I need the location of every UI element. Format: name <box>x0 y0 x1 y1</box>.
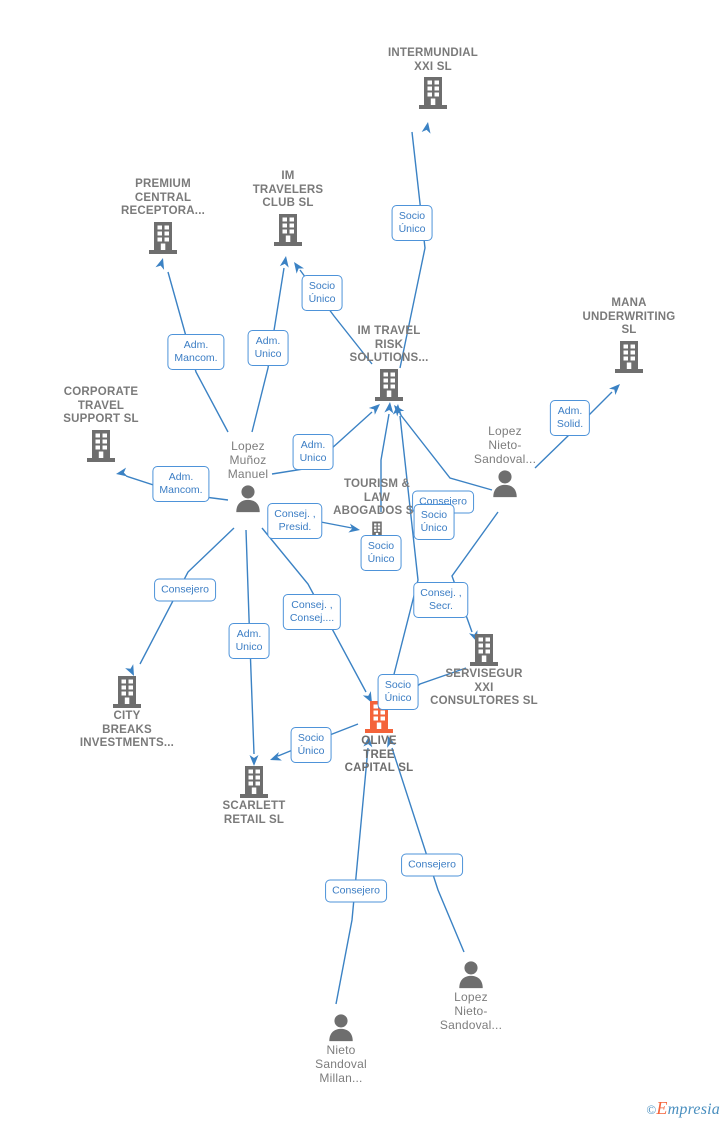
graph-node-nietosandoval[interactable]: Nieto Sandoval Millan... <box>281 1012 401 1085</box>
person-icon <box>459 961 483 989</box>
edge-label-e17[interactable]: Socio Único <box>290 727 332 763</box>
node-label: MANA UNDERWRITING SL <box>582 297 676 336</box>
node-label: Lopez Nieto- Sandoval... <box>439 990 503 1032</box>
building-icon <box>615 340 643 373</box>
edge-label-e1[interactable]: Socio Único <box>391 205 433 241</box>
edge-label-e12[interactable]: Socio Único <box>360 535 402 571</box>
node-label: INTERMUNDIAL XXI SL <box>388 47 478 73</box>
building-icon <box>240 766 268 798</box>
node-label: CORPORATE TRAVEL SUPPORT SL <box>63 386 139 425</box>
copyright-symbol: © <box>646 1102 657 1117</box>
edge-label-e4[interactable]: Socio Único <box>301 275 343 311</box>
edge-label-e11[interactable]: Consej. , Consej.... <box>282 594 342 630</box>
node-label: SCARLETT RETAIL SL <box>222 800 286 826</box>
edge-arrowhead-e5 <box>368 404 380 415</box>
graph-node-lopezmunoz[interactable]: Lopez Muñoz Manuel <box>188 439 308 513</box>
edge-label-e7[interactable]: Adm. Mancom. <box>152 466 210 502</box>
graph-node-imtravelrisk[interactable]: IM TRAVEL RISK SOLUTIONS... <box>329 325 449 402</box>
building-icon <box>87 429 115 462</box>
graph-node-intermundial[interactable]: INTERMUNDIAL XXI SL <box>373 47 493 110</box>
graph-node-mana[interactable]: MANA UNDERWRITING SL <box>569 297 689 374</box>
person-icon <box>493 470 517 498</box>
graph-node-corporate[interactable]: CORPORATE TRAVEL SUPPORT SL <box>41 386 161 463</box>
node-label: Lopez Muñoz Manuel <box>227 439 269 481</box>
person-icon <box>236 485 260 513</box>
node-label: IM TRAVEL RISK SOLUTIONS... <box>349 325 429 364</box>
node-label: OLIVE TREE CAPITAL SL <box>344 735 414 774</box>
building-icon <box>113 676 141 708</box>
brand-initial: E <box>656 1098 668 1118</box>
empresia-watermark: ©Empresia <box>646 1098 720 1119</box>
building-icon <box>375 368 403 401</box>
edge-arrowhead-e12 <box>384 402 394 414</box>
graph-node-lopeznieto1[interactable]: Lopez Nieto- Sandoval... <box>445 424 565 498</box>
node-label: Nieto Sandoval Millan... <box>315 1043 367 1085</box>
edge-label-e9[interactable]: Consejero <box>154 578 216 602</box>
graph-node-premium[interactable]: PREMIUM CENTRAL RECEPTORA... <box>103 178 223 255</box>
edge-arrowhead-e14 <box>392 404 402 416</box>
edge-label-e5[interactable]: Adm. Unico <box>292 434 334 470</box>
graph-node-imtravelers[interactable]: IM TRAVELERS CLUB SL <box>228 170 348 247</box>
node-label: Lopez Nieto- Sandoval... <box>473 424 537 466</box>
edge-label-e18[interactable]: Consejero <box>325 879 387 903</box>
node-label: CITY BREAKS INVESTMENTS... <box>79 710 175 749</box>
node-label: TOURISM & LAW ABOGADOS SL <box>333 478 421 517</box>
edge-label-e19[interactable]: Consejero <box>401 853 463 877</box>
building-icon <box>470 634 498 666</box>
building-icon <box>274 213 302 246</box>
node-label: SERVISEGUR XXI CONSULTORES SL <box>430 668 538 707</box>
graph-node-lopeznieto2[interactable]: Lopez Nieto- Sandoval... <box>411 959 531 1032</box>
edge-label-e8[interactable]: Consej. , Presid. <box>267 503 323 539</box>
graph-node-tourismlaw[interactable]: TOURISM & LAW ABOGADOS SL <box>317 478 437 539</box>
edge-label-e3[interactable]: Adm. Unico <box>247 330 289 366</box>
edge-arrowhead-e2 <box>155 258 165 270</box>
edge-label-e14[interactable]: Socio Único <box>413 504 455 540</box>
edge-label-e6[interactable]: Adm. Solid. <box>549 400 591 436</box>
graph-node-olivetree[interactable]: OLIVE TREE CAPITAL SL <box>319 700 439 776</box>
edge-arrowhead-e6 <box>609 384 620 395</box>
edge-arrowhead-e1 <box>421 122 431 134</box>
graph-node-citybreaks[interactable]: CITY BREAKS INVESTMENTS... <box>67 675 187 751</box>
edge-line-e19 <box>391 747 465 953</box>
edge-arrowhead-e4 <box>294 262 304 274</box>
edge-arrowhead-e17 <box>270 752 282 761</box>
edge-arrowhead-e7 <box>116 467 128 477</box>
person-icon <box>329 1014 353 1042</box>
node-label: PREMIUM CENTRAL RECEPTORA... <box>121 178 205 217</box>
graph-node-servisegur[interactable]: SERVISEGUR XXI CONSULTORES SL <box>424 633 544 709</box>
building-icon <box>419 77 447 109</box>
edge-label-e16[interactable]: Socio Único <box>377 674 419 710</box>
graph-node-scarlett[interactable]: SCARLETT RETAIL SL <box>194 765 314 827</box>
edge-line-e18 <box>335 747 369 1005</box>
edge-arrowhead-e13 <box>394 405 405 417</box>
building-icon <box>149 221 177 254</box>
edge-label-e15[interactable]: Consej. , Secr. <box>413 582 469 618</box>
edge-arrowhead-e3 <box>279 256 289 268</box>
brand-name: mpresia <box>667 1101 720 1118</box>
edge-label-e10[interactable]: Adm. Unico <box>228 623 270 659</box>
node-label: IM TRAVELERS CLUB SL <box>252 170 324 209</box>
edge-label-e2[interactable]: Adm. Mancom. <box>167 334 225 370</box>
